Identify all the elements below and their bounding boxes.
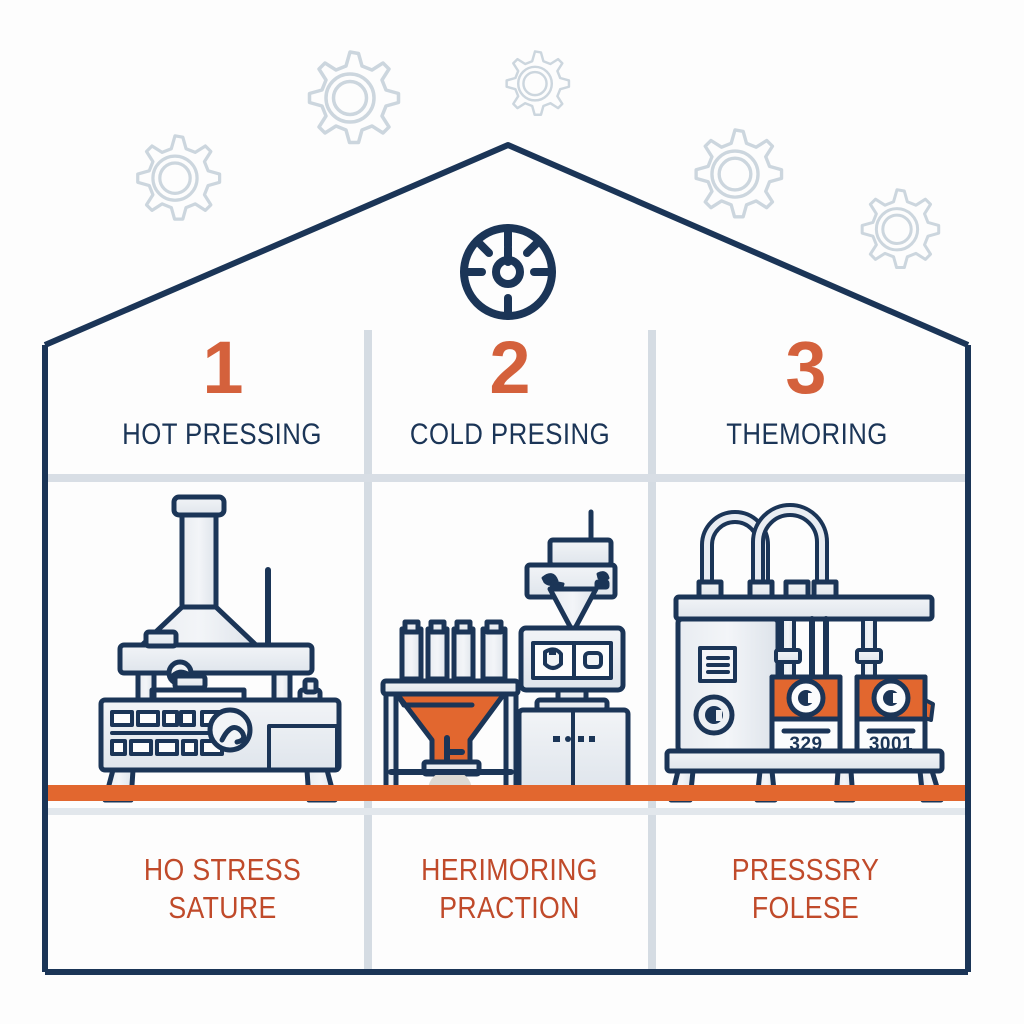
step-3-title: THEMORING [726,418,888,451]
house-outline [42,142,971,975]
step-2-number: 2 [489,326,530,409]
gauge-dial-icon [460,224,556,320]
step-3-caption: PRESSSRY FOLESE [731,852,880,925]
hot-press-machine [98,494,342,803]
step-2-caption: HERIMORING PRACTION [421,852,598,925]
gear-decoration-group [136,50,941,270]
step-1-number: 1 [202,326,243,409]
step-3-number: 3 [785,326,826,409]
step-1-title: HOT PRESSING [122,418,322,451]
thermal-tank-unit [664,503,945,803]
readout-right: 3001 [868,734,914,755]
gear-top-left [136,134,222,221]
floor-band [45,785,968,801]
grid-dividers [45,330,968,972]
readout-left: 329 [789,734,823,755]
gear-top-center-left [307,50,401,145]
gear-top-center [505,50,571,116]
step-1-caption: HO STRESS SATURE [143,852,302,925]
gear-top-right [694,128,784,219]
cold-press-station [380,509,631,793]
step-2-title: COLD PRESING [409,418,611,451]
gear-far-right [860,188,941,270]
